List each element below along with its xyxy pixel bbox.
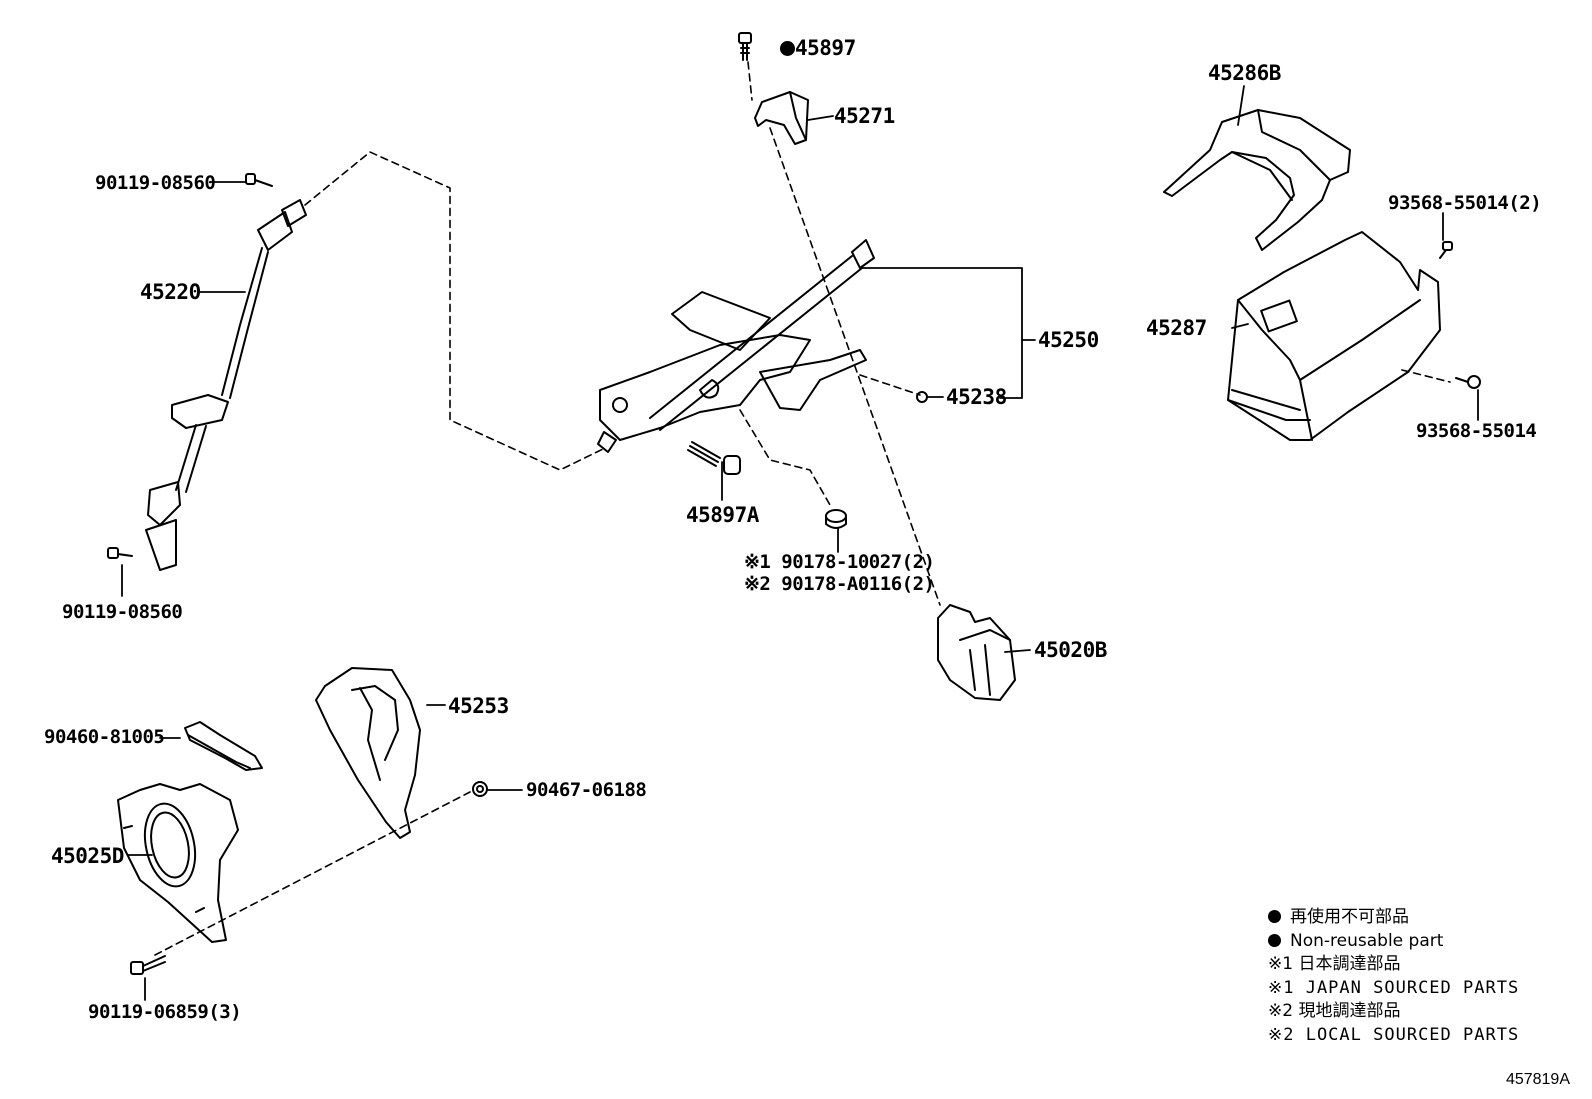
bolt-93568-upper bbox=[1439, 241, 1453, 259]
callout-45220: 45220 bbox=[140, 280, 201, 304]
callout-90119-06859-3: 90119-06859(3) bbox=[88, 1001, 242, 1023]
legend-row-non-reusable-en: Non-reusable part bbox=[1268, 930, 1568, 954]
seal-90460 bbox=[184, 721, 263, 771]
callout-45253: 45253 bbox=[448, 694, 509, 718]
callout-90119-08560-top: 90119-08560 bbox=[95, 172, 216, 194]
callout-93568-55014-2: 93568-55014(2) bbox=[1388, 192, 1542, 214]
callout-45271: 45271 bbox=[834, 104, 895, 128]
callout-90467-06188: 90467-06188 bbox=[526, 779, 647, 801]
nut-90178 bbox=[825, 509, 847, 529]
bolt-45897a bbox=[687, 441, 741, 475]
callout-45897a: 45897A bbox=[686, 503, 759, 527]
cover-45286b bbox=[1163, 109, 1351, 251]
cover-45253 bbox=[315, 667, 421, 839]
non-reusable-dot-icon bbox=[1268, 933, 1281, 947]
callout-45287: 45287 bbox=[1146, 316, 1207, 340]
legend-row-local-sourced-jp: ※2 現地調達部品 bbox=[1268, 1001, 1401, 1021]
callout-90119-08560-bottom: 90119-08560 bbox=[62, 601, 183, 623]
clip-45238 bbox=[916, 391, 928, 403]
callout-45250: 45250 bbox=[1038, 328, 1099, 352]
non-reusable-dot-icon bbox=[1268, 910, 1281, 923]
figure-id: 457819A bbox=[1505, 1071, 1570, 1088]
leader-lines bbox=[121, 85, 1479, 1001]
callout-45020b: 45020B bbox=[1034, 638, 1107, 662]
callout-90178-10027: ※1 90178-10027(2) bbox=[744, 551, 935, 573]
shaft-45220 bbox=[145, 199, 307, 571]
bolt-45897 bbox=[738, 32, 752, 61]
legend-row-non-reusable-jp: 再使用不可部品 bbox=[1268, 906, 1568, 930]
bolt-93568-lower bbox=[1455, 375, 1481, 389]
callout-93568-55014: 93568-55014 bbox=[1416, 420, 1537, 442]
callout-90178-a0116: ※2 90178-A0116(2) bbox=[744, 573, 935, 595]
column-45250 bbox=[597, 239, 875, 453]
dashed-relation-lines bbox=[154, 61, 1451, 956]
legend-row-local-sourced-en: ※2 LOCAL SOURCED PARTS bbox=[1268, 1024, 1520, 1045]
clip-90467 bbox=[472, 781, 488, 797]
bolt-90119-bottom bbox=[107, 547, 133, 559]
callout-45238: 45238 bbox=[946, 385, 1007, 409]
bolt-90119-top bbox=[245, 173, 273, 187]
legend: 再使用不可部品 Non-reusable part ※1 日本調達部品 ※1 J… bbox=[1268, 906, 1568, 1047]
callout-45897: 45897 bbox=[780, 37, 856, 59]
cover-45287 bbox=[1227, 231, 1441, 441]
bolt-90119-06859 bbox=[130, 955, 166, 975]
boot-45025d bbox=[117, 783, 239, 943]
callout-45025d: 45025D bbox=[51, 844, 124, 868]
callout-90460-81005: 90460-81005 bbox=[44, 726, 165, 748]
legend-row-japan-sourced-jp: ※1 日本調達部品 bbox=[1268, 954, 1401, 974]
non-reusable-dot-icon bbox=[780, 41, 795, 56]
lock-45020b bbox=[937, 604, 1016, 701]
callout-45286b: 45286B bbox=[1208, 61, 1281, 85]
legend-row-japan-sourced-en: ※1 JAPAN SOURCED PARTS bbox=[1268, 977, 1520, 998]
cap-45271 bbox=[754, 91, 809, 145]
